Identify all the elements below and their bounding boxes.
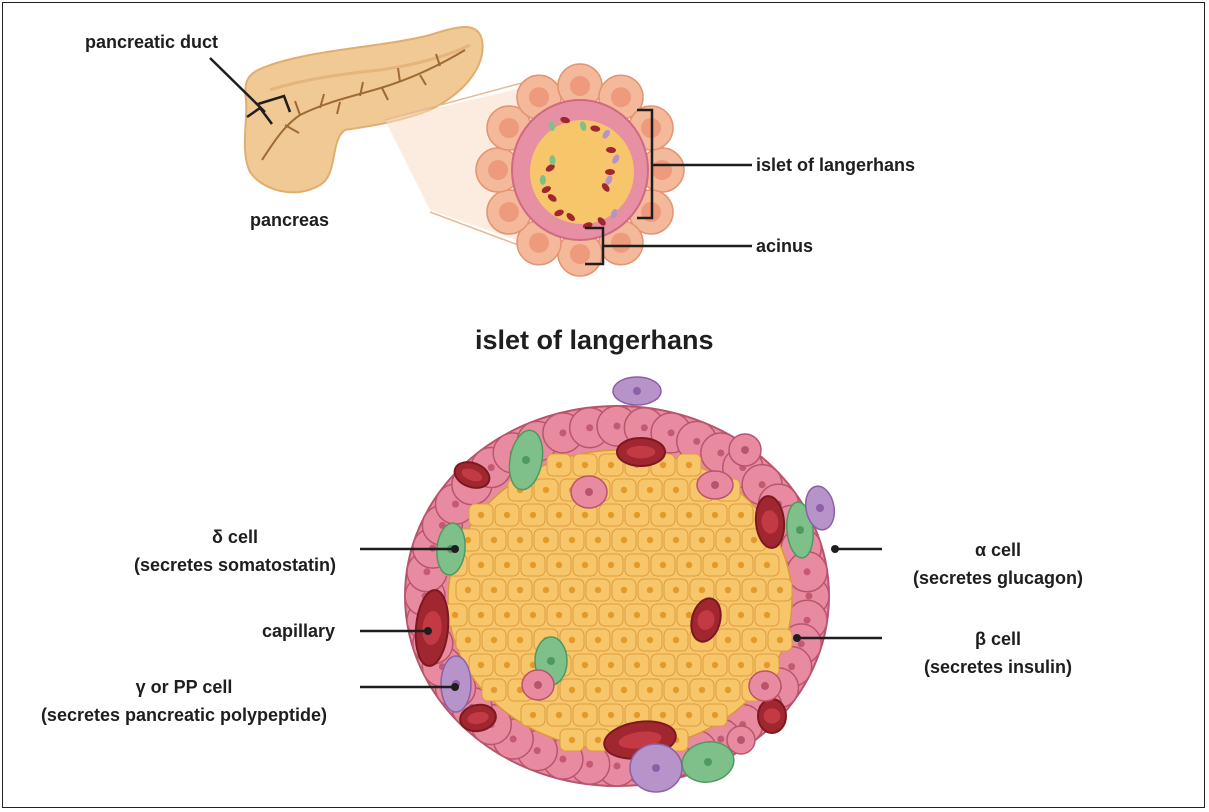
label-islet-top: islet of langerhans	[756, 153, 915, 177]
diagram-title: islet of langerhans	[475, 324, 714, 356]
label-capillary: capillary	[262, 619, 335, 643]
label-gamma-cell: γ or PP cell	[10, 675, 358, 699]
label-gamma-secretes: (secretes pancreatic polypeptide)	[10, 703, 358, 727]
small-islet	[512, 100, 648, 240]
label-alpha-secretes: (secretes glucagon)	[888, 566, 1108, 590]
label-pancreas: pancreas	[250, 208, 329, 232]
label-acinus: acinus	[756, 234, 813, 258]
label-delta-secretes: (secretes somatostatin)	[100, 553, 370, 577]
islet-large	[405, 377, 838, 792]
label-pancreatic-duct: pancreatic duct	[85, 30, 218, 54]
label-delta-cell: δ cell	[100, 525, 370, 549]
label-beta-cell: β cell	[888, 627, 1108, 651]
label-alpha-cell: α cell	[888, 538, 1108, 562]
label-beta-secretes: (secretes insulin)	[888, 655, 1108, 679]
